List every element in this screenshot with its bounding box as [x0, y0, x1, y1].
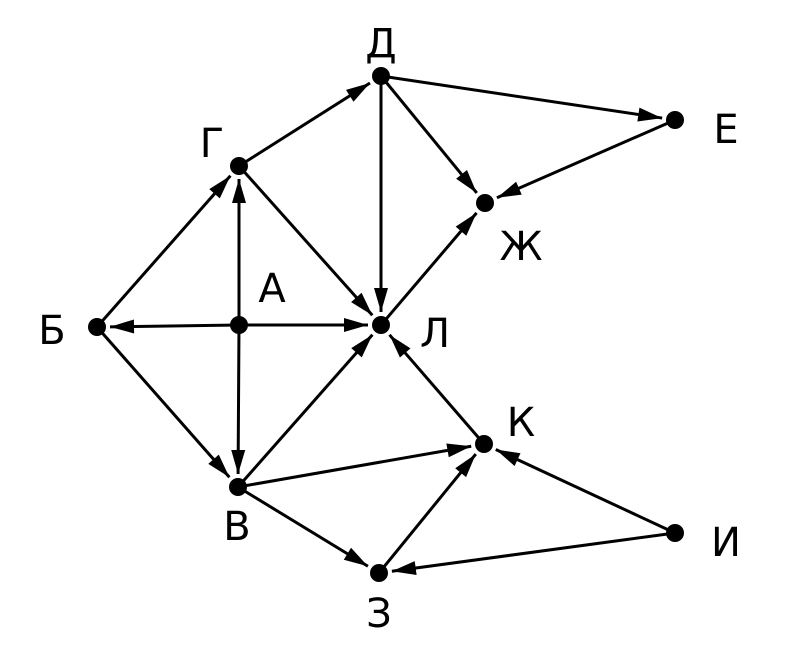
node-label-k: К: [507, 400, 535, 446]
arrowhead-l-to-zh: [455, 212, 477, 236]
edge-g-to-l: [237, 165, 374, 317]
node-label-d: Д: [365, 21, 396, 67]
node-e: [666, 111, 684, 129]
edge-e-to-zh: [496, 118, 676, 200]
node-label-z: З: [366, 591, 392, 637]
arrowhead-g-to-l: [351, 292, 373, 316]
nodes-layer: [88, 67, 684, 582]
node-zh: [476, 194, 494, 212]
node-b: [88, 318, 106, 336]
edge-b-to-g: [95, 174, 232, 328]
arrowhead-d-to-e: [637, 107, 663, 122]
node-d: [372, 67, 390, 85]
node-k: [475, 435, 493, 453]
arrowhead-g-to-d: [346, 82, 371, 102]
node-label-e: Е: [713, 107, 738, 153]
labels-layer: А Б В Г Д Е Ж З И К Л: [38, 21, 741, 637]
node-v: [229, 478, 247, 496]
edge-i-to-k: [495, 448, 676, 535]
node-a: [230, 316, 248, 334]
edge-v-to-l: [236, 333, 374, 488]
arrowhead-a-to-g: [232, 179, 246, 203]
node-label-i: И: [711, 520, 741, 566]
edge-l-to-zh: [379, 211, 478, 326]
edge-v-to-k: [237, 444, 472, 489]
arrowhead-b-to-v: [208, 454, 230, 478]
arrowhead-v-to-z: [343, 547, 368, 567]
arrowhead-i-to-k: [495, 449, 521, 466]
edge-b-to-v: [95, 326, 231, 479]
arrowhead-a-to-l: [344, 318, 368, 332]
node-l: [372, 316, 390, 334]
edge-v-to-z: [237, 485, 369, 568]
arrowhead-i-to-z: [391, 561, 417, 575]
node-label-a: А: [258, 266, 286, 312]
arrowhead-v-to-l: [351, 334, 373, 358]
arrowhead-b-to-g: [209, 175, 231, 199]
arrowhead-k-to-l: [389, 334, 411, 358]
edge-a-to-v: [236, 324, 241, 475]
arrowhead-z-to-k: [455, 454, 476, 478]
node-label-v: В: [223, 504, 250, 550]
node-i: [666, 524, 684, 542]
node-g: [230, 157, 248, 175]
edge-d-to-zh: [379, 75, 478, 194]
node-label-g: Г: [200, 121, 224, 167]
arrowhead-e-to-zh: [496, 181, 522, 198]
arrowhead-d-to-l: [374, 288, 388, 312]
arrowhead-a-to-v: [231, 449, 246, 475]
edge-z-to-k: [377, 453, 477, 574]
arrowhead-d-to-zh: [456, 169, 477, 193]
edge-d-to-e: [380, 74, 663, 120]
edges-layer: [95, 74, 676, 575]
node-label-zh: Ж: [499, 224, 542, 270]
node-z: [370, 564, 388, 582]
edge-k-to-l: [388, 333, 486, 445]
edge-g-to-d: [238, 81, 371, 168]
node-label-l: Л: [420, 311, 450, 357]
arrowhead-v-to-k: [446, 443, 472, 458]
edge-i-to-z: [391, 531, 676, 573]
node-label-b: Б: [38, 308, 65, 354]
arrowhead-a-to-b: [109, 319, 135, 334]
